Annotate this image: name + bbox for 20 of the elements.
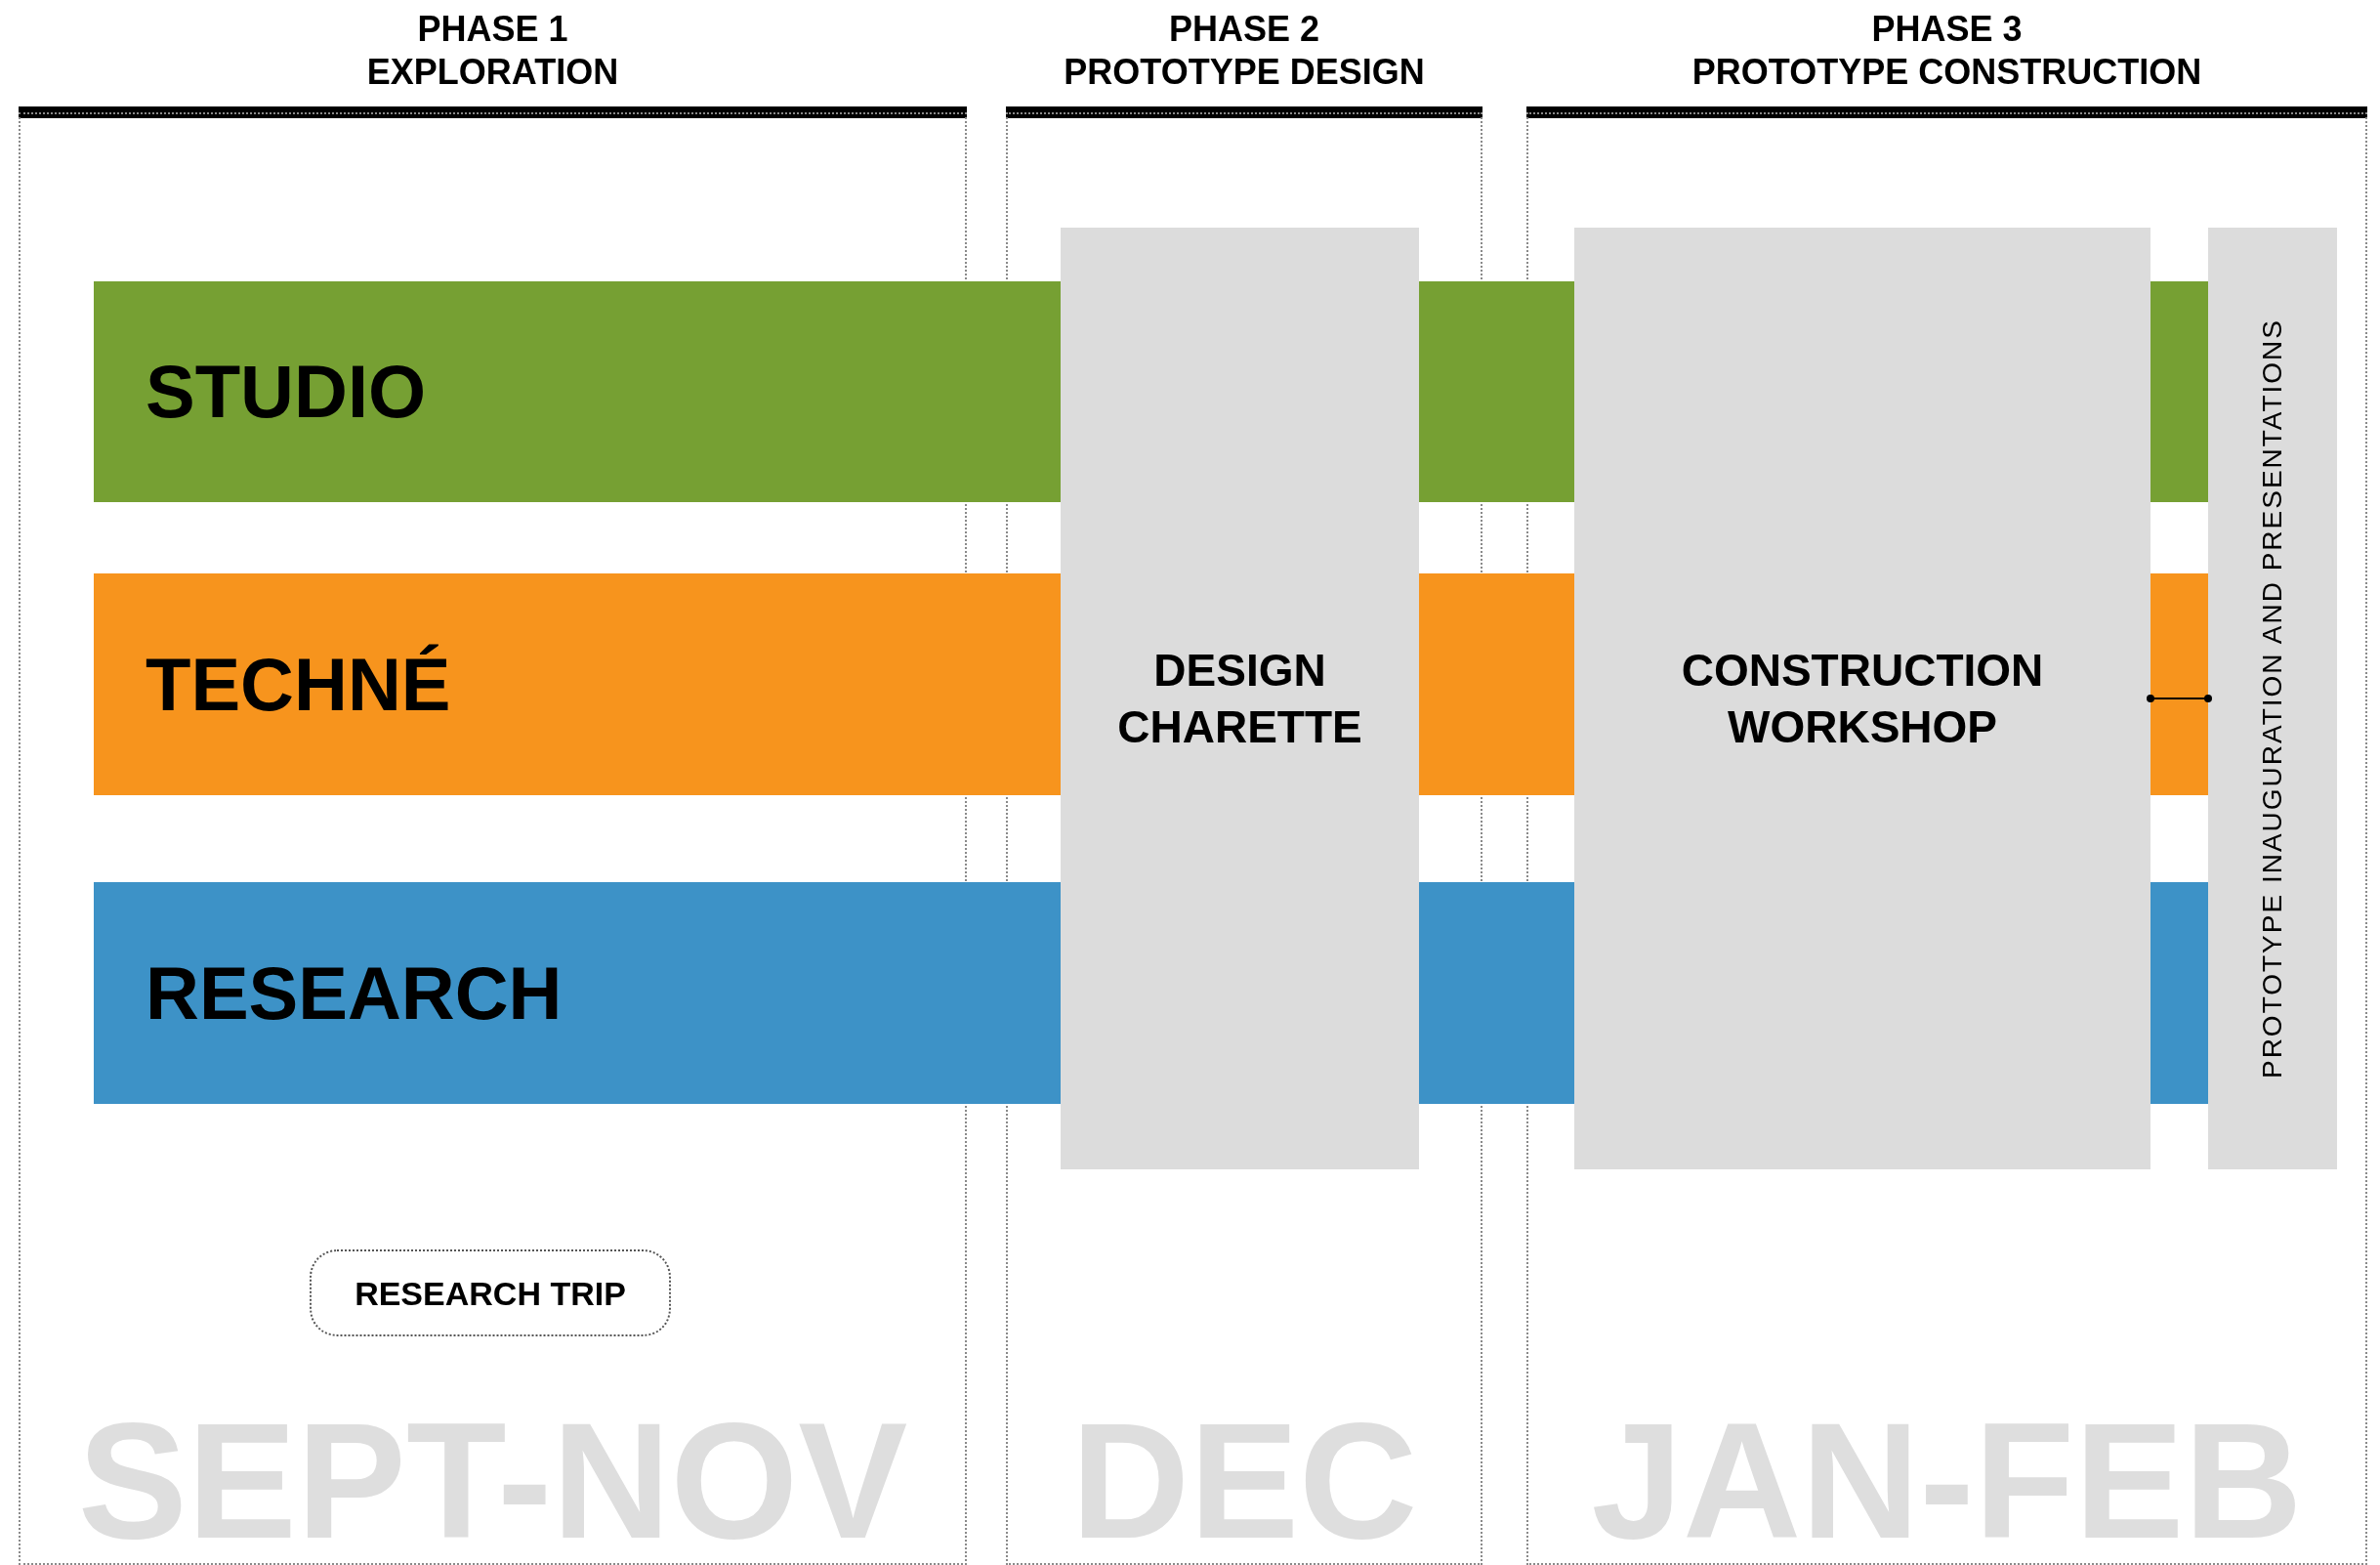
activity-block xyxy=(2208,228,2337,1169)
phase-heading: PROTOTYPE CONSTRUCTION xyxy=(1691,51,2202,94)
track-band xyxy=(94,882,1061,1104)
phase-heading: EXPLORATION xyxy=(366,51,619,94)
track-label: STUDIO xyxy=(146,355,427,429)
activity-block xyxy=(1061,228,1419,1169)
phase-number: PHASE 2 xyxy=(1168,8,1320,51)
connector-line xyxy=(2147,695,2212,702)
phase-number: PHASE 1 xyxy=(417,8,568,51)
activity-label: CONSTRUCTION WORKSHOP xyxy=(1680,644,2045,754)
activity-label: DESIGN CHARETTE xyxy=(1116,644,1363,754)
activity-label: PROTOTYPE INAUGURATION AND PRESENTATIONS xyxy=(2259,318,2286,1079)
activity-block xyxy=(1574,228,2150,1169)
track-band xyxy=(94,573,1061,795)
track-label: RESEARCH xyxy=(146,955,563,1031)
event-pill xyxy=(310,1249,671,1336)
phase-heading: PROTOTYPE DESIGN xyxy=(1064,51,1425,94)
phase-number: PHASE 3 xyxy=(1871,8,2023,51)
track-band xyxy=(94,281,1061,502)
event-label: RESEARCH TRIP xyxy=(355,1276,626,1310)
